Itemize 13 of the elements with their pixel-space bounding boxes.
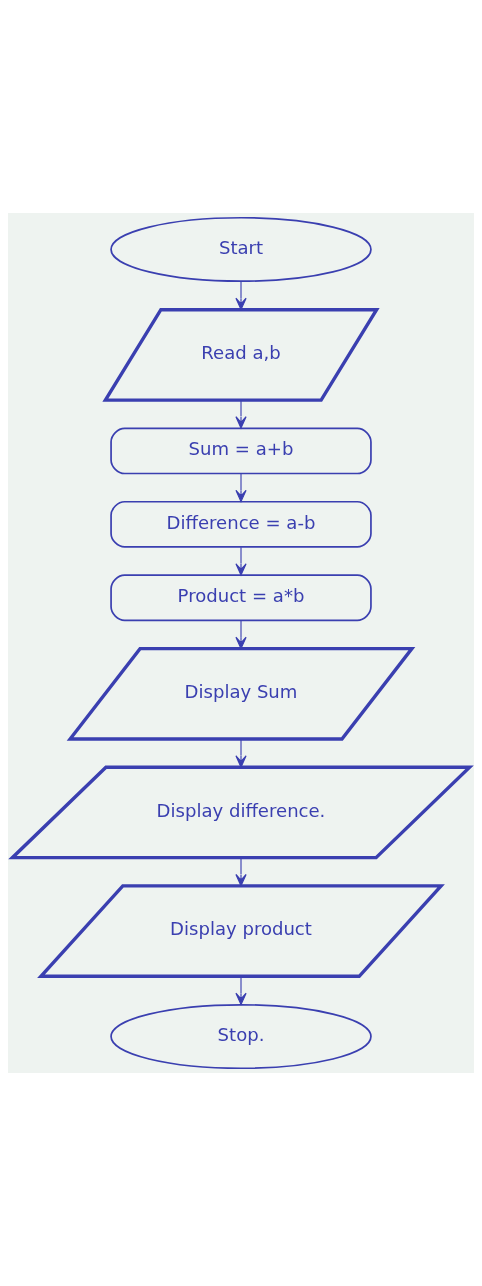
node-box: Sum = a+b [110, 427, 372, 475]
node-ellipse: Start [110, 216, 372, 283]
arrow [235, 738, 247, 768]
node-ellipse: Stop. [110, 1003, 372, 1070]
arrow [235, 976, 247, 1006]
arrow [235, 473, 247, 503]
node-box: Difference = a-b [110, 500, 372, 548]
arrow [235, 857, 247, 887]
arrow [235, 620, 247, 650]
node-box: Product = a*b [110, 574, 372, 622]
arrow [235, 281, 247, 311]
arrow [235, 399, 247, 429]
arrow [235, 546, 247, 576]
